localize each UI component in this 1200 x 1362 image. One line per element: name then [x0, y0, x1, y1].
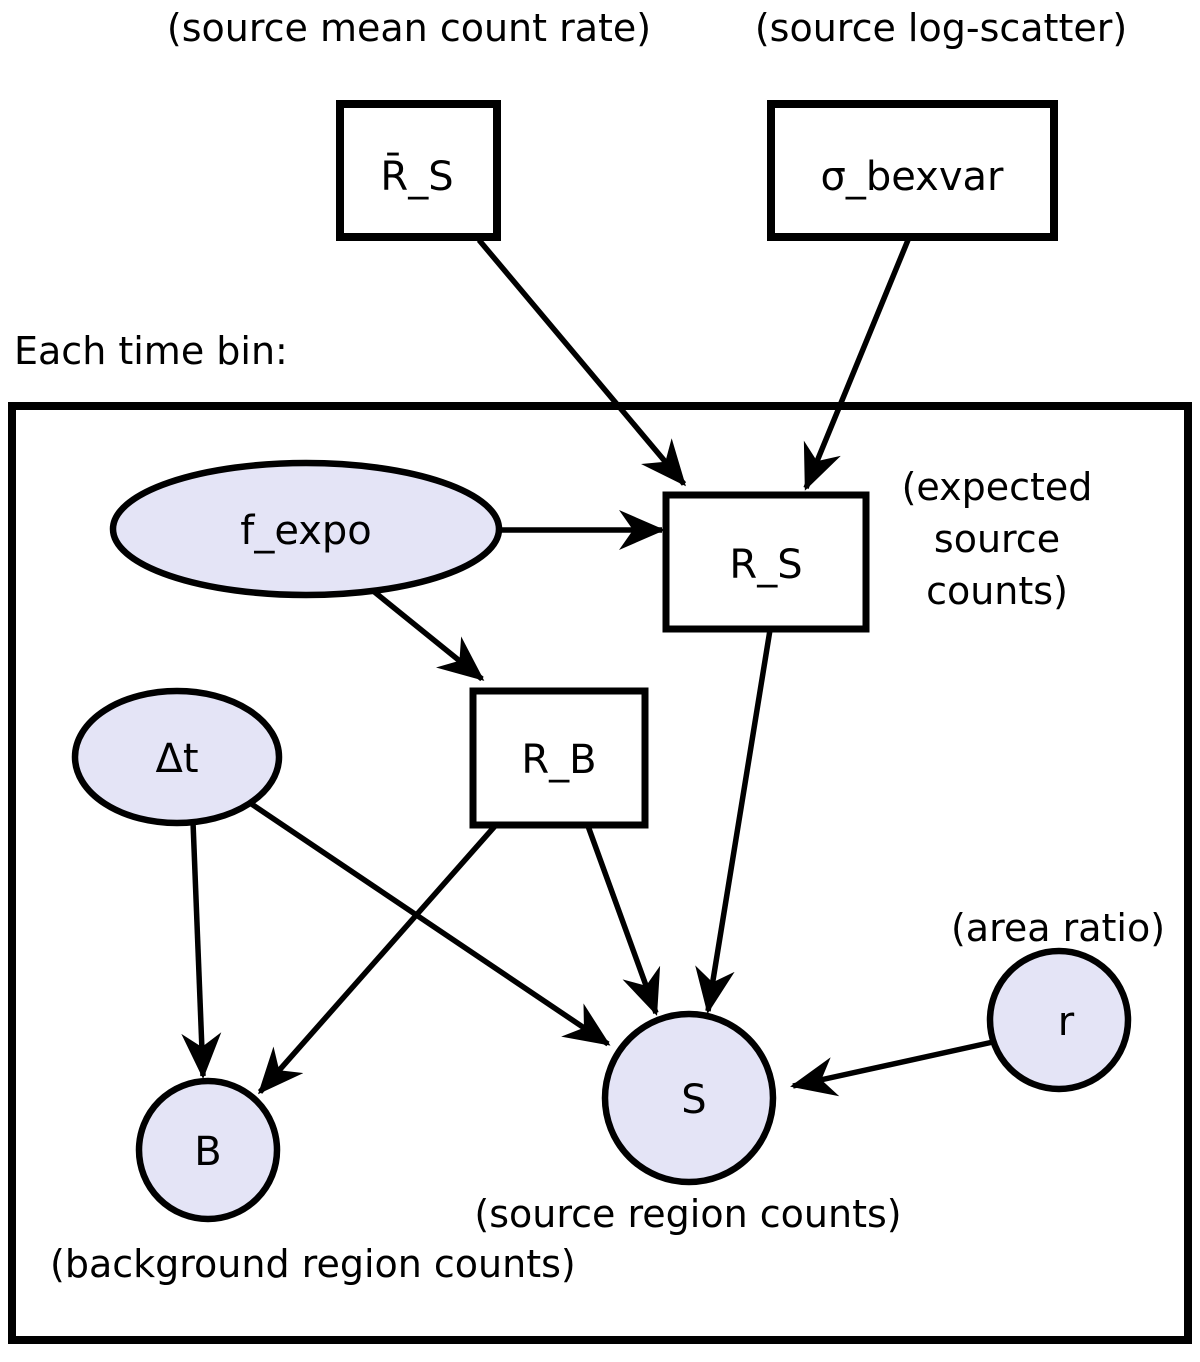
r-label: r	[1058, 999, 1075, 1045]
annotation-expected-line2: source	[934, 517, 1060, 561]
rbar-s-box	[336, 100, 501, 241]
plate-label: Each time bin:	[14, 329, 288, 373]
delta-t-label: Δt	[155, 736, 198, 782]
f-expo-label: f_expo	[240, 508, 372, 554]
b-label: B	[194, 1129, 221, 1175]
edge-rbars-to-rs	[476, 238, 687, 487]
annotation-source-region-counts: (source region counts)	[474, 1192, 901, 1236]
s-circle	[601, 1010, 777, 1186]
annotation-source-mean-count-rate: (source mean count rate)	[167, 6, 651, 50]
edge-fexpo-to-rb	[370, 587, 485, 682]
time-bin-plate	[8, 402, 1192, 1344]
annotation-expected-source-counts: (expected source counts)	[902, 465, 1093, 613]
sigma-bexvar-box	[767, 100, 1058, 241]
edge-rb-to-s	[585, 825, 661, 1016]
node-f-expo: f_expo	[109, 459, 503, 599]
annotation-source-log-scatter: (source log-scatter)	[755, 6, 1127, 50]
node-r-b: R_B	[469, 687, 649, 829]
edge-sigmabexvar-to-rs	[803, 238, 911, 491]
node-rbar-s: R̄_S	[336, 100, 501, 241]
b-circle	[135, 1077, 281, 1223]
annotation-background-region-counts: (background region counts)	[50, 1242, 576, 1286]
r-b-label: R_B	[521, 737, 596, 783]
annotation-area-ratio: (area ratio)	[951, 906, 1165, 950]
edges	[181, 238, 994, 1097]
s-label: S	[681, 1077, 706, 1123]
edge-deltat-to-b	[181, 821, 222, 1079]
delta-t-ellipse	[71, 687, 283, 827]
node-s: S	[601, 1010, 777, 1186]
r-circle	[986, 947, 1132, 1093]
edge-r-to-s	[790, 1039, 994, 1097]
annotation-expected-line1: (expected	[902, 465, 1093, 509]
sigma-bexvar-label: σ_bexvar	[821, 154, 1005, 200]
annotation-expected-line3: counts)	[926, 569, 1068, 613]
edge-deltat-to-s	[248, 800, 611, 1047]
node-r-s: R_S	[662, 491, 870, 633]
node-sigma-bexvar: σ_bexvar	[767, 100, 1058, 241]
edge-rs-to-s	[695, 629, 773, 1014]
f-expo-ellipse	[109, 459, 503, 599]
r-s-box	[662, 491, 870, 633]
edge-rb-to-b	[257, 824, 498, 1095]
node-r: r	[986, 947, 1132, 1093]
r-b-box	[469, 687, 649, 829]
r-s-label: R_S	[729, 542, 802, 588]
node-b: B	[135, 1077, 281, 1223]
node-delta-t: Δt	[71, 687, 283, 827]
rbar-s-label: R̄_S	[380, 152, 453, 200]
